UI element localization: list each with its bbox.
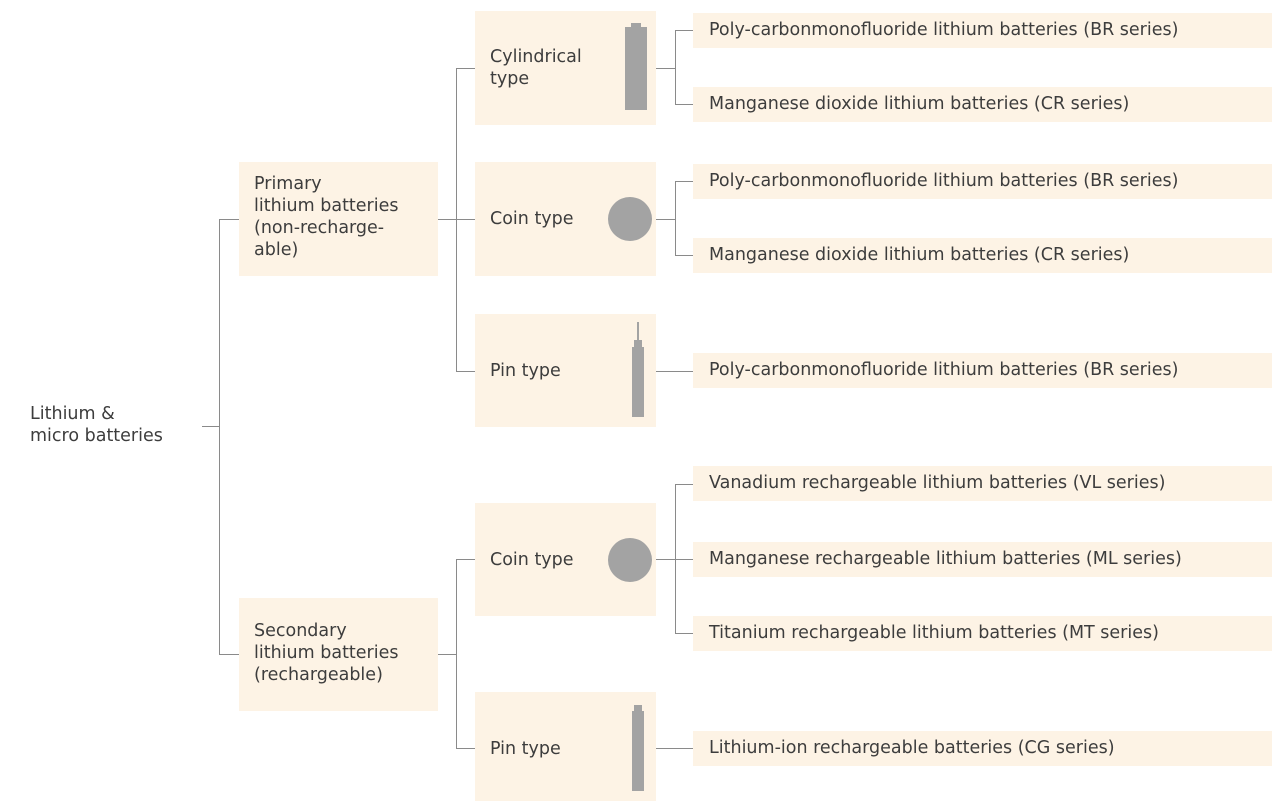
coin-battery-icon [608,197,652,241]
cylindrical-label-line2: type [490,69,530,89]
leaf-vl: Vanadium rechargeable lithium batteries … [693,466,1272,501]
coin2-leaf3-branch [675,633,693,634]
primary-pin-box: Pin type [475,314,656,427]
cyl-leaf2-branch [675,104,693,105]
coin2-leaf1-branch [675,484,693,485]
leaf-pin-br: Poly-carbonmonofluoride lithium batterie… [693,353,1272,388]
primary-branch [219,219,239,220]
cylindrical-label: Cylindrical type [490,46,582,90]
root-label-line2: micro batteries [30,426,163,446]
coin-leaf2-branch [675,255,693,256]
secondary-label-line2: lithium batteries [254,643,399,663]
cyl-connector [655,68,675,69]
pin2-connector [655,748,693,749]
secondary-coin-label: Coin type [490,550,574,570]
primary-cyl-branch [456,68,475,69]
leaf-ml: Manganese rechargeable lithium batteries… [693,542,1272,577]
primary-pin-label: Pin type [490,361,561,381]
secondary-coin-branch [456,559,475,560]
coin2-connector [655,559,693,560]
leaf-mt: Titanium rechargeable lithium batteries … [693,616,1272,651]
secondary-trunk [456,559,457,749]
secondary-box: Secondary lithium batteries (rechargeabl… [239,598,438,711]
coin-connector [655,219,675,220]
secondary-connector [437,654,457,655]
root-label-line1: Lithium & [30,404,115,424]
secondary-pin-box: Pin type [475,692,656,801]
pin-battery-icon [632,322,644,417]
primary-box: Primary lithium batteries (non-recharge-… [239,162,438,276]
pin-battery-icon [632,705,644,791]
root-trunk [219,219,220,655]
cylindrical-label-line1: Cylindrical [490,47,582,67]
coin2-trunk [675,484,676,634]
leaf-coin-cr: Manganese dioxide lithium batteries (CR … [693,238,1272,273]
secondary-branch [219,654,239,655]
primary-coin-branch [456,219,475,220]
leaf-cyl-br: Poly-carbonmonofluoride lithium batterie… [693,13,1272,48]
primary-label-line2: lithium batteries [254,196,399,216]
primary-label: Primary lithium batteries (non-recharge-… [254,173,399,261]
cyl-leaf1-branch [675,30,693,31]
secondary-pin-branch [456,748,475,749]
root-label: Lithium & micro batteries [30,403,163,447]
cylinder-battery-icon [625,23,647,110]
root-connector [202,426,220,427]
leaf-coin-br: Poly-carbonmonofluoride lithium batterie… [693,164,1272,199]
leaf-cyl-cr: Manganese dioxide lithium batteries (CR … [693,87,1272,122]
secondary-label-line1: Secondary [254,621,347,641]
pin-connector [655,371,693,372]
primary-coin-box: Coin type [475,162,656,276]
primary-connector [437,219,457,220]
primary-label-line1: Primary [254,174,322,194]
leaf-cg: Lithium-ion rechargeable batteries (CG s… [693,731,1272,766]
coin-battery-icon [608,538,652,582]
secondary-label-line3: (rechargeable) [254,665,383,685]
secondary-label: Secondary lithium batteries (rechargeabl… [254,620,399,686]
primary-label-line4: able) [254,240,299,260]
primary-pin-branch [456,371,475,372]
cyl-trunk [675,30,676,105]
coin-leaf1-branch [675,181,693,182]
secondary-pin-label: Pin type [490,739,561,759]
primary-cylindrical-box: Cylindrical type [475,11,656,125]
primary-coin-label: Coin type [490,209,574,229]
primary-trunk [456,68,457,372]
secondary-coin-box: Coin type [475,503,656,616]
coin-trunk [675,181,676,256]
primary-label-line3: (non-recharge- [254,218,385,238]
